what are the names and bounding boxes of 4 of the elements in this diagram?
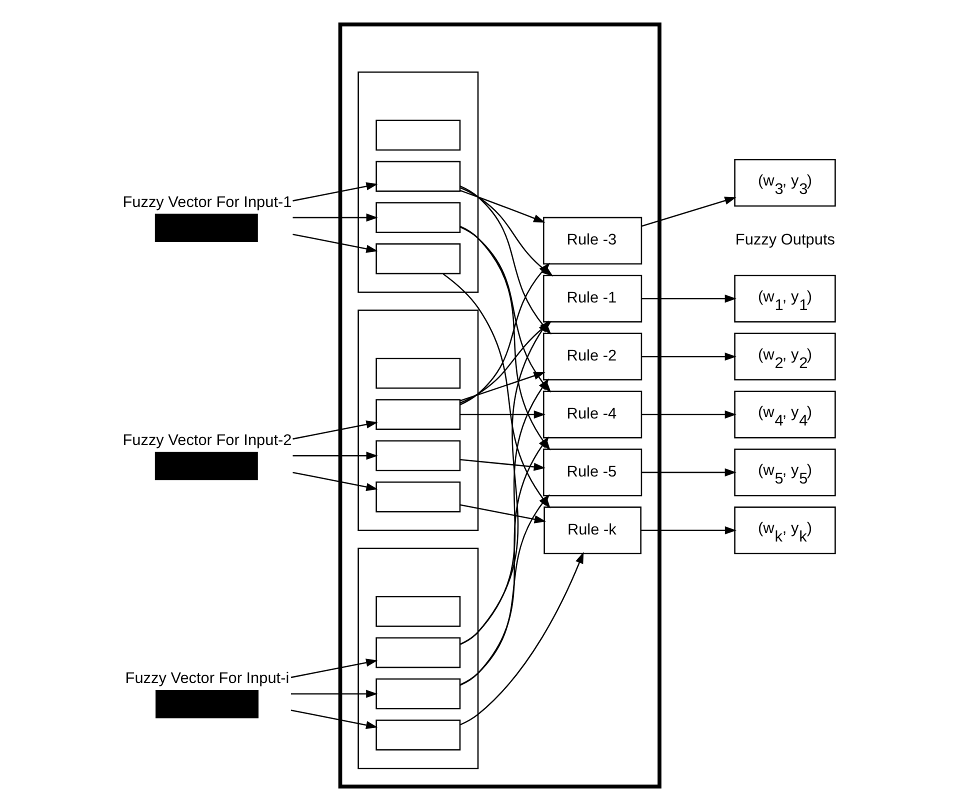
- label: Fuzzy Outputs: [734, 231, 834, 248]
- node-label: Fuzzy Vector For Input-1: [122, 193, 292, 210]
- node-label: Fuzzy Vector For Input-2: [122, 431, 292, 448]
- node-label: Fuzzy Vector For Input-i: [124, 670, 289, 687]
